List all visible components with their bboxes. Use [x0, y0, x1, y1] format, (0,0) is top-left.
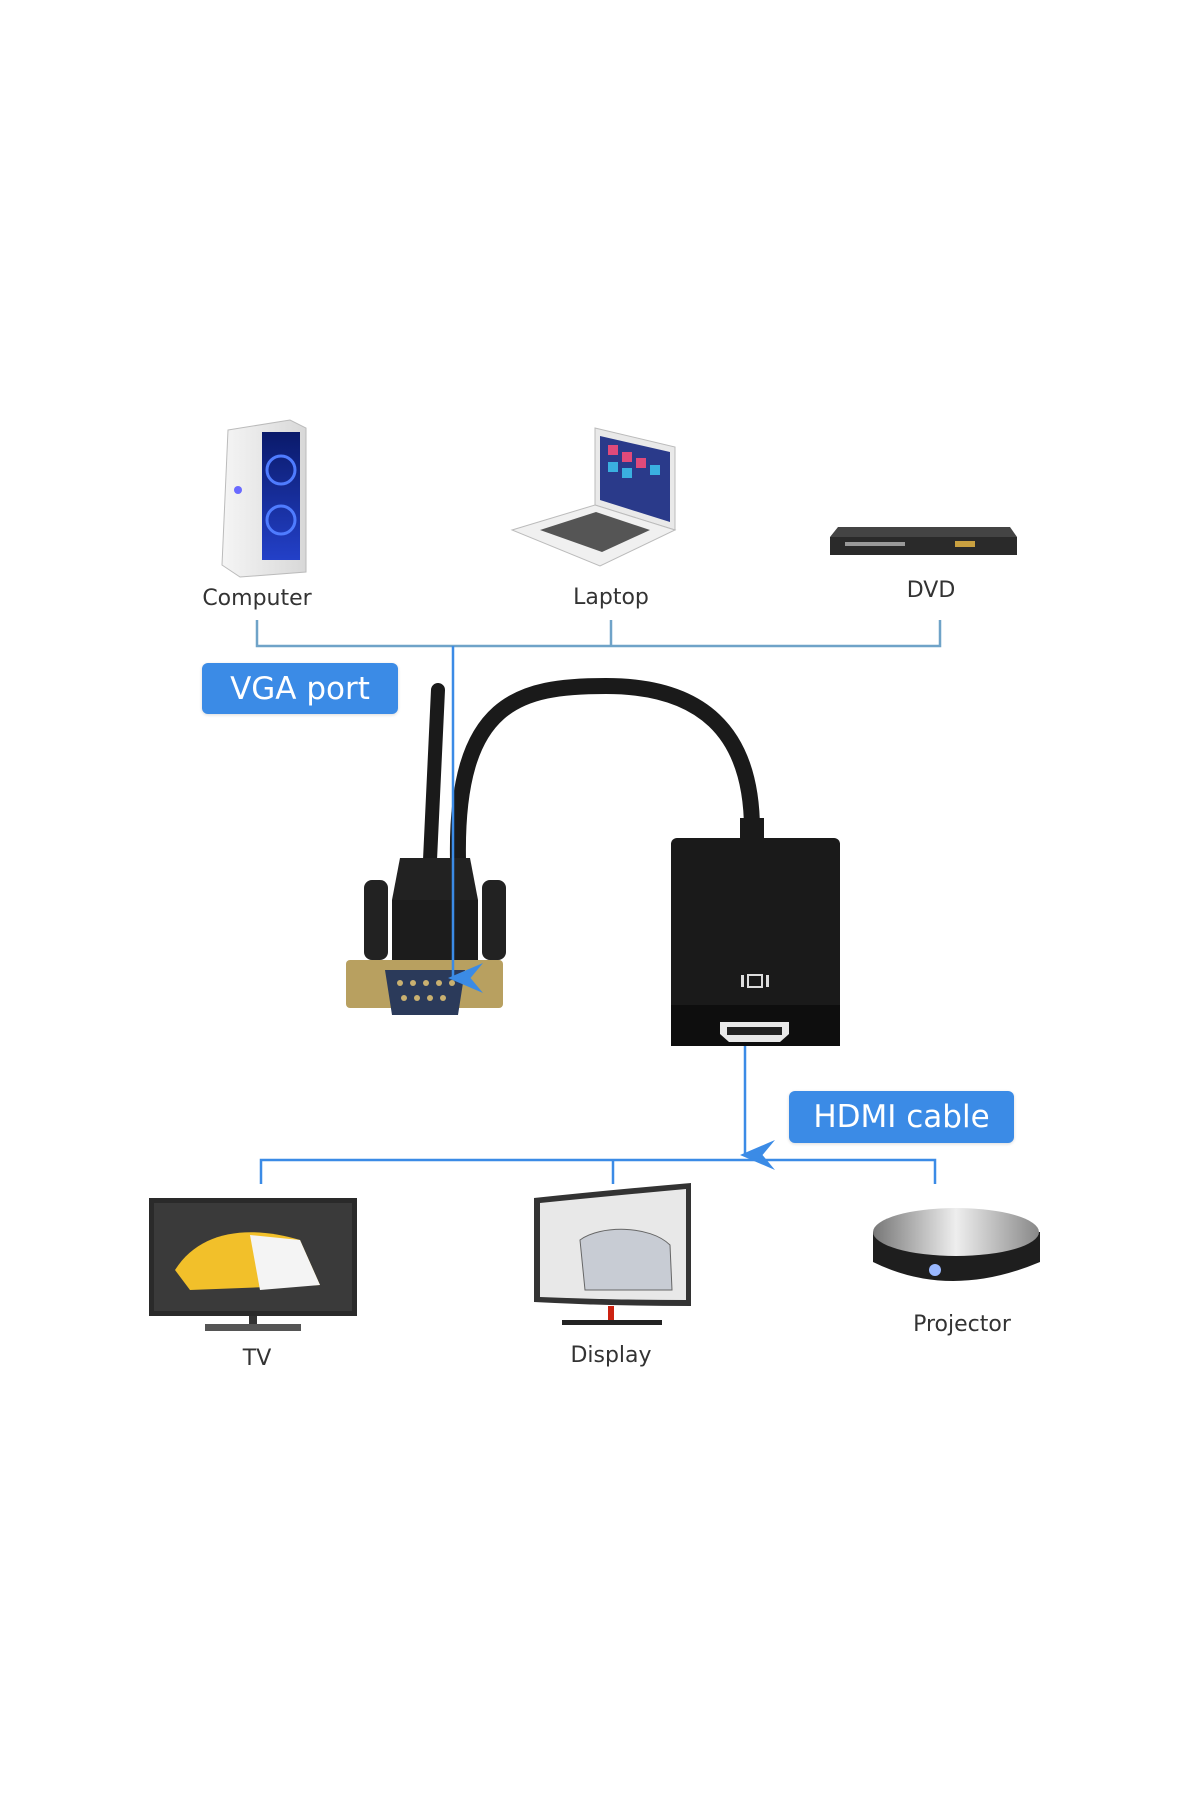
destination-label-display: Display [570, 1343, 652, 1368]
source-label-computer: Computer [202, 586, 312, 611]
hdmi-adapter [671, 818, 840, 1046]
source-label-laptop: Laptop [573, 585, 649, 610]
tv-icon [149, 1198, 357, 1331]
hdmi-cable-tag: HDMI cable [789, 1091, 1014, 1143]
desktop-tower-icon [221, 419, 307, 578]
hdmi-port-icon [741, 974, 769, 988]
adapter-cable [423, 677, 760, 868]
projector-icon [873, 1208, 1040, 1281]
vga-connector [346, 858, 506, 1015]
laptop-icon [510, 427, 677, 567]
destination-connector-lines [259, 1158, 937, 1184]
dvd-player-icon [830, 527, 1017, 555]
source-label-dvd: DVD [906, 578, 956, 603]
destination-label-tv: TV [242, 1346, 272, 1371]
source-connector-lines [255, 620, 942, 648]
destination-label-projector: Projector [913, 1312, 1011, 1337]
vga-port-tag: VGA port [202, 663, 398, 714]
curved-monitor-icon [534, 1183, 691, 1325]
